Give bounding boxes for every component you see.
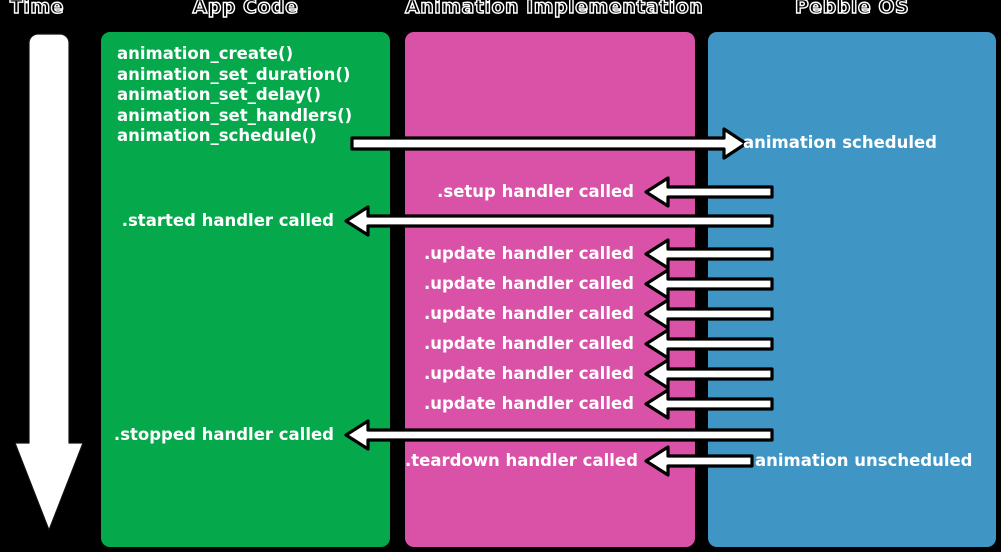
arrow-setup-handler bbox=[644, 176, 774, 208]
lane-app-code bbox=[101, 32, 390, 547]
label-animation-unscheduled: animation unscheduled bbox=[755, 451, 973, 470]
arrow-started-handler bbox=[344, 205, 774, 237]
app-code-call: animation_set_handlers() bbox=[117, 105, 353, 125]
app-code-call-list: animation_create() animation_set_duratio… bbox=[117, 44, 352, 147]
app-code-call: animation_create() bbox=[117, 44, 294, 63]
label-teardown-handler: .teardown handler called bbox=[405, 451, 638, 470]
arrow-update-handler bbox=[644, 328, 774, 360]
label-update-handler: .update handler called bbox=[424, 304, 634, 323]
arrow-teardown-handler bbox=[644, 445, 754, 477]
label-started-handler: .started handler called bbox=[121, 211, 334, 230]
label-setup-handler: .setup handler called bbox=[437, 182, 634, 201]
label-stopped-handler: .stopped handler called bbox=[113, 425, 334, 444]
arrow-update-handler bbox=[644, 388, 774, 420]
arrow-update-handler bbox=[644, 358, 774, 390]
label-update-handler: .update handler called bbox=[424, 334, 634, 353]
arrow-stopped-handler bbox=[344, 419, 774, 451]
arrow-animation-scheduled bbox=[350, 127, 748, 160]
arrow-update-handler bbox=[644, 238, 774, 270]
arrow-update-handler bbox=[644, 298, 774, 330]
column-header-time: Time bbox=[9, 0, 65, 19]
arrow-update-handler bbox=[644, 268, 774, 300]
label-update-handler: .update handler called bbox=[424, 394, 634, 413]
label-update-handler: .update handler called bbox=[424, 364, 634, 383]
column-header-animation-implementation: Animation Implementation bbox=[404, 0, 704, 19]
column-header-app-code: App Code bbox=[192, 0, 299, 19]
label-update-handler: .update handler called bbox=[424, 244, 634, 263]
column-header-pebble-os: Pebble OS bbox=[794, 0, 910, 19]
down-arrow-icon bbox=[14, 33, 84, 531]
app-code-call: animation_schedule() bbox=[117, 126, 317, 145]
label-update-handler: .update handler called bbox=[424, 274, 634, 293]
app-code-call: animation_set_duration() bbox=[117, 64, 351, 84]
label-animation-scheduled: animation scheduled bbox=[743, 133, 937, 152]
app-code-call: animation_set_delay() bbox=[117, 85, 322, 104]
